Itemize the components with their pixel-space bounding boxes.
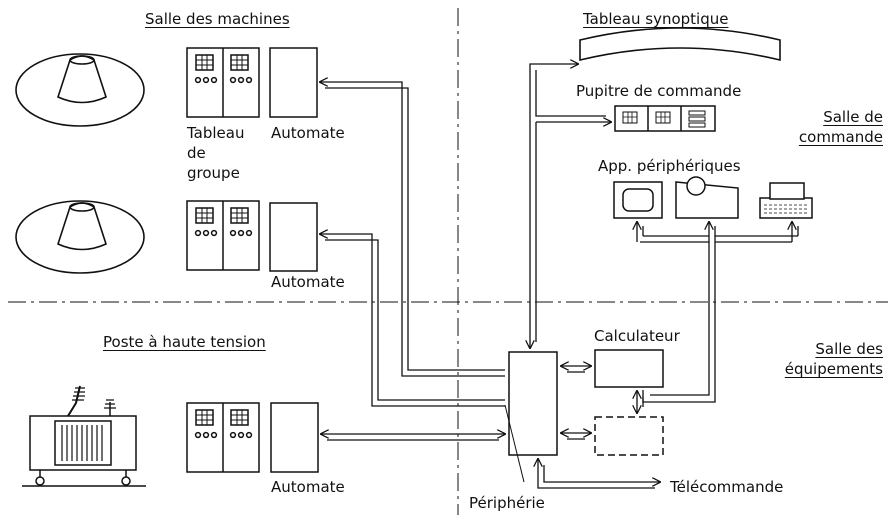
group-panel-2	[186, 200, 260, 271]
connection-links	[320, 64, 799, 489]
section-title-tableau-synoptique: Tableau synoptique	[583, 10, 729, 28]
spare-unit-dashed-box	[594, 416, 664, 456]
telecommande-label: Télécommande	[670, 478, 784, 496]
automate-label-1: Automate	[271, 124, 345, 142]
command-desk	[614, 105, 716, 132]
tableau-groupe-label-line1: Tableau	[187, 124, 245, 142]
monitor-device	[613, 181, 663, 219]
group-panel-3	[186, 402, 260, 473]
automate-box-3	[270, 402, 319, 473]
peripherie-label: Périphérie	[469, 494, 545, 512]
synoptic-board	[579, 27, 781, 62]
tableau-groupe-label-line2: de	[187, 144, 206, 162]
tableau-groupe-label-line3: groupe	[187, 164, 240, 182]
section-title-salle-equipements-line2: équipements	[784, 360, 883, 378]
generator-2	[15, 200, 145, 274]
calculateur-box	[594, 349, 664, 388]
automate-box-2	[269, 202, 318, 272]
transformer	[22, 385, 146, 487]
calculateur-label: Calculateur	[594, 327, 680, 345]
generator-1	[15, 53, 145, 127]
automate-label-3: Automate	[271, 478, 345, 496]
section-title-salle-commande-line2: commande	[798, 128, 883, 146]
section-title-salle-equipements-line1: Salle des	[815, 340, 883, 358]
pupitre-label: Pupitre de commande	[576, 82, 742, 100]
group-panel-1	[186, 47, 260, 118]
app-peripheriques-label: App. périphériques	[598, 157, 741, 175]
section-title-salle-commande-line1: Salle de	[823, 108, 883, 126]
peripherie-box	[508, 351, 558, 456]
automate-label-2: Automate	[271, 273, 345, 291]
teleprinter-device	[675, 176, 739, 219]
automate-box-1	[269, 47, 318, 118]
section-title-poste-haute-tension: Poste à haute tension	[103, 333, 266, 351]
section-title-salle-machines: Salle des machines	[145, 10, 290, 28]
printer-device	[759, 182, 813, 219]
